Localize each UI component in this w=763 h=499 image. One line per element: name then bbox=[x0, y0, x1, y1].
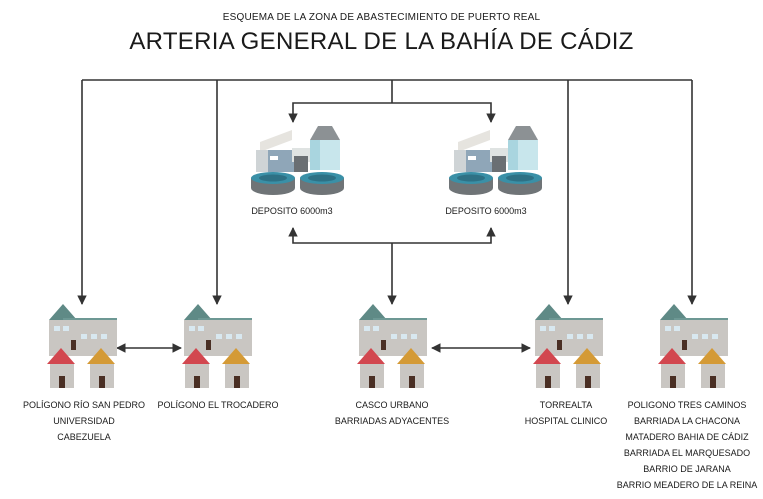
houses-icon-zone-5 bbox=[658, 304, 728, 388]
feed-to-deposit-1 bbox=[288, 102, 392, 123]
silo bbox=[508, 126, 538, 170]
zone-labels-5: POLIGONO TRES CAMINOS BARRIADA LA CHACON… bbox=[616, 397, 758, 493]
zone-label-line: POLÍGONO RÍO SAN PEDRO bbox=[22, 400, 146, 410]
houses-icon-zone-3 bbox=[357, 304, 427, 388]
zone-label-line: CASCO URBANO bbox=[355, 400, 429, 410]
deposit-label-2: DEPOSITO 6000m3 bbox=[445, 206, 527, 216]
house-orange bbox=[573, 348, 601, 388]
houses-icon-zone-1 bbox=[47, 304, 117, 388]
apartment-building bbox=[184, 304, 252, 356]
house-red bbox=[533, 348, 561, 388]
houses-icon-zone-2 bbox=[182, 304, 252, 388]
diagram-subtitle: ESQUEMA DE LA ZONA DE ABASTECIMIENTO DE … bbox=[222, 12, 541, 23]
feed-to-deposit-2 bbox=[392, 102, 496, 123]
house-red bbox=[357, 348, 385, 388]
zone-label-line: POLÍGONO EL TROCADERO bbox=[157, 400, 279, 410]
return-from-deposit-1 bbox=[288, 227, 392, 244]
zone-label-line: UNIVERSIDAD bbox=[53, 416, 115, 426]
pump-building bbox=[256, 130, 310, 172]
zone-label-line: MATADERO BAHIA DE CÁDIZ bbox=[625, 432, 749, 442]
apartment-building bbox=[49, 304, 117, 356]
houses-icon-zone-4 bbox=[533, 304, 603, 388]
house-orange bbox=[698, 348, 726, 388]
zone-label-line: CABEZUELA bbox=[57, 432, 111, 442]
house-red bbox=[182, 348, 210, 388]
return-from-deposit-2 bbox=[392, 227, 496, 244]
zone-label-line: HOSPITAL CLINICO bbox=[524, 416, 608, 426]
zone-label-line: BARRIADA LA CHACONA bbox=[633, 416, 741, 426]
house-orange bbox=[397, 348, 425, 388]
deposit-label-1: DEPOSITO 6000m3 bbox=[251, 206, 333, 216]
tank-left bbox=[449, 172, 493, 195]
zone-labels-3: CASCO URBANO BARRIADAS ADYACENTES bbox=[320, 397, 464, 429]
zone-label-line: BARRIO DE JARANA bbox=[643, 464, 731, 474]
apartment-building bbox=[359, 304, 427, 356]
tank-right bbox=[300, 172, 344, 195]
zone-labels-2: POLÍGONO EL TROCADERO bbox=[146, 397, 290, 413]
apartment-building bbox=[535, 304, 603, 356]
house-orange bbox=[87, 348, 115, 388]
deposit-icon-2 bbox=[449, 126, 542, 195]
apartment-building bbox=[660, 304, 728, 356]
house-red bbox=[658, 348, 686, 388]
zone-label-line: TORREALTA bbox=[539, 400, 593, 410]
zone-label-line: BARRIADA EL MARQUESADO bbox=[623, 448, 751, 458]
house-red bbox=[47, 348, 75, 388]
diagram-title: ARTERIA GENERAL DE LA BAHÍA DE CÁDIZ bbox=[129, 28, 634, 55]
zone-labels-1: POLÍGONO RÍO SAN PEDRO UNIVERSIDAD CABEZ… bbox=[12, 397, 156, 445]
tank-right bbox=[498, 172, 542, 195]
zone-label-line: POLIGONO TRES CAMINOS bbox=[627, 400, 747, 410]
silo bbox=[310, 126, 340, 170]
tank-left bbox=[251, 172, 295, 195]
zone-labels-4: TORREALTA HOSPITAL CLINICO bbox=[494, 397, 638, 429]
zone-label-line: BARRIADAS ADYACENTES bbox=[334, 416, 450, 426]
house-orange bbox=[222, 348, 250, 388]
deposit-icon-1 bbox=[251, 126, 344, 195]
pump-building bbox=[454, 130, 508, 172]
zone-label-line: BARRIO MEADERO DE LA REINA bbox=[616, 480, 758, 490]
